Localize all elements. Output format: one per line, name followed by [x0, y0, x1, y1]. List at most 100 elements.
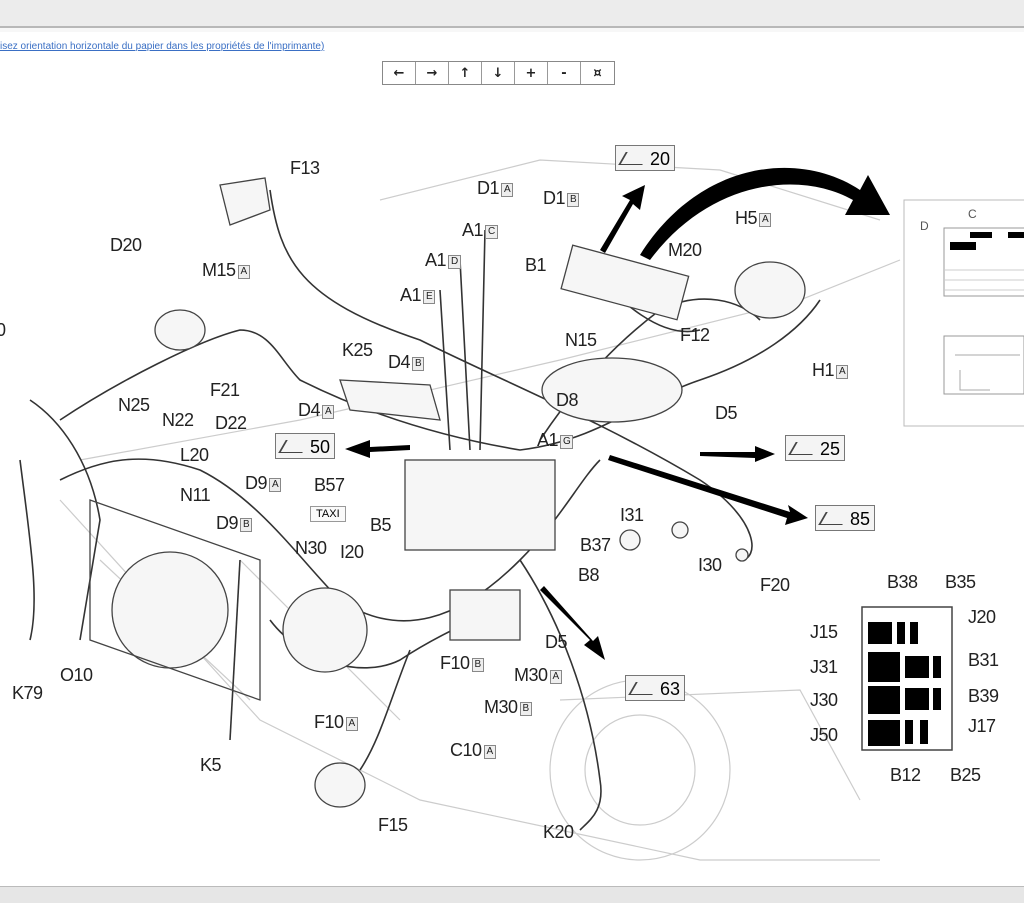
- pan-right-button[interactable]: →: [416, 62, 449, 84]
- page-reference-25[interactable]: 25: [785, 435, 845, 461]
- label-code: B8: [578, 565, 600, 585]
- zoom-in-button[interactable]: +: [515, 62, 548, 84]
- taxi-tag: TAXI: [310, 506, 346, 522]
- component-label-j50: J50: [810, 725, 838, 746]
- component-label-k20: K20: [543, 822, 574, 843]
- label-variant-badge: C: [485, 225, 498, 239]
- label-variant-badge: A: [345, 717, 358, 731]
- component-label-l20: L20: [180, 445, 209, 466]
- label-variant-badge: A: [549, 670, 562, 684]
- component-label-j30: J30: [810, 690, 838, 711]
- label-code: A1: [400, 285, 422, 305]
- label-code: D9: [245, 473, 268, 493]
- label-code: N25: [118, 395, 150, 415]
- component-label-m20: M20: [668, 240, 702, 261]
- label-code: D4: [388, 352, 411, 372]
- label-code: B39: [968, 686, 999, 706]
- label-variant-badge: B: [519, 702, 532, 716]
- label-code: B38: [887, 572, 918, 592]
- label-code: B37: [580, 535, 611, 555]
- label-code: M15: [202, 260, 236, 280]
- label-code: J15: [810, 622, 838, 642]
- label-code: B31: [968, 650, 999, 670]
- component-label-b25: B25: [950, 765, 981, 786]
- component-label-d20: D20: [110, 235, 142, 256]
- label-code: H1: [812, 360, 835, 380]
- component-label-j17: J17: [968, 716, 996, 737]
- label-code: J31: [810, 657, 838, 677]
- label-code: I20: [340, 542, 364, 562]
- page-reference-20[interactable]: 20: [615, 145, 675, 171]
- component-label-b5: B5: [370, 515, 392, 536]
- label-code: 0: [0, 320, 6, 340]
- label-code: B12: [890, 765, 921, 785]
- component-label-n22: N22: [162, 410, 194, 431]
- label-code: A1: [537, 430, 559, 450]
- label-code: M30: [484, 697, 518, 717]
- reset-view-button[interactable]: ¤: [581, 62, 614, 84]
- component-label-b1: B1: [525, 255, 547, 276]
- label-code: A1: [425, 250, 447, 270]
- label-code: F20: [760, 575, 790, 595]
- page-reference-50[interactable]: 50: [275, 433, 335, 459]
- label-code: J20: [968, 607, 996, 627]
- label-code: M30: [514, 665, 548, 685]
- browser-toolbar: [0, 0, 1024, 28]
- label-variant-badge: D: [448, 255, 461, 269]
- label-code: F12: [680, 325, 710, 345]
- component-label-o10: O10: [60, 665, 93, 686]
- component-label-d8: D8: [556, 390, 579, 411]
- label-variant-badge: B: [471, 658, 484, 672]
- component-label-k5: K5: [200, 755, 222, 776]
- label-code: N30: [295, 538, 327, 558]
- label-code: O10: [60, 665, 93, 685]
- label-code: K20: [543, 822, 574, 842]
- pan-down-button[interactable]: ↓: [482, 62, 515, 84]
- label-code: K5: [200, 755, 222, 775]
- label-code: N11: [180, 485, 211, 505]
- component-label-n15: N15: [565, 330, 597, 351]
- label-variant-badge: E: [423, 290, 436, 304]
- wiring-diagram: D C: [19, 159, 1024, 861]
- label-code: B5: [370, 515, 392, 535]
- component-label-i31: I31: [620, 505, 644, 526]
- label-code: D20: [110, 235, 142, 255]
- component-label-k25: K25: [342, 340, 373, 361]
- label-code: D1: [543, 188, 566, 208]
- component-label-d5: D5: [545, 632, 568, 653]
- label-code: F10: [314, 712, 344, 732]
- print-orientation-link[interactable]: isez orientation horizontale du papier d…: [0, 41, 325, 52]
- label-code: B1: [525, 255, 547, 275]
- label-code: D4: [298, 400, 321, 420]
- pan-up-button[interactable]: ↑: [449, 62, 482, 84]
- zoom-out-button[interactable]: -: [548, 62, 581, 84]
- label-code: C10: [450, 740, 482, 760]
- component-label-f12: F12: [680, 325, 710, 346]
- label-code: D22: [215, 413, 247, 433]
- component-label-d5: D5: [715, 403, 738, 424]
- label-variant-badge: A: [501, 183, 514, 197]
- page-reference-63[interactable]: 63: [625, 675, 685, 701]
- label-code: K79: [12, 683, 43, 703]
- pan-left-button[interactable]: ←: [383, 62, 416, 84]
- page-reference-85[interactable]: 85: [815, 505, 875, 531]
- component-label-i30: I30: [698, 555, 722, 576]
- divider: [0, 28, 1024, 32]
- component-label-i20: I20: [340, 542, 364, 563]
- label-variant-badge: B: [567, 193, 580, 207]
- label-variant-badge: A: [269, 478, 282, 492]
- label-code: H5: [735, 208, 758, 228]
- label-variant-badge: A: [836, 365, 849, 379]
- component-label-j15: J15: [810, 622, 838, 643]
- component-label-f21: F21: [210, 380, 240, 401]
- component-label-b8: B8: [578, 565, 600, 586]
